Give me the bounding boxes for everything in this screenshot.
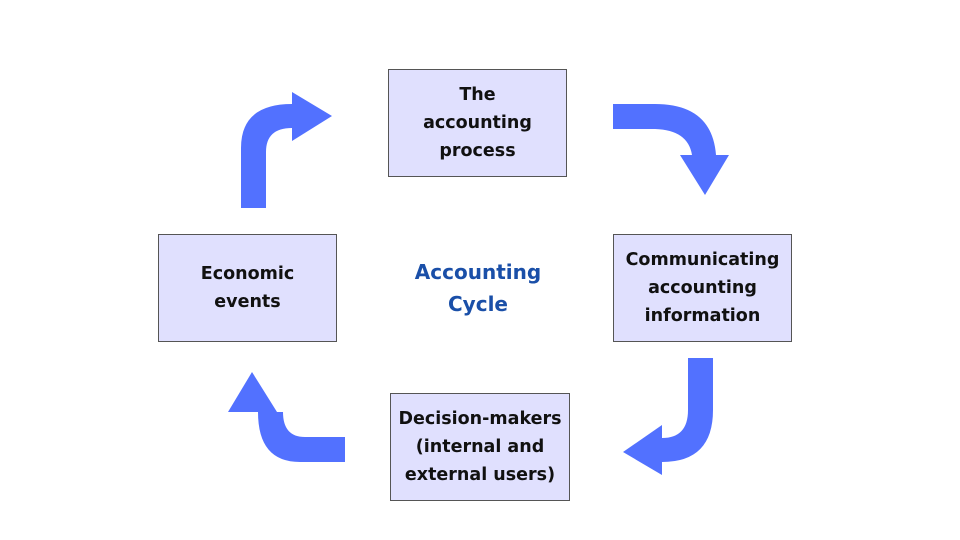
diagram-title: Accounting Cycle (414, 260, 542, 316)
arrow-right-to-bottom (623, 358, 713, 475)
arrow-left-to-top (241, 92, 332, 208)
node-decision-makers: Decision-makers (internal and external u… (390, 393, 570, 501)
arrow-top-to-right (613, 104, 729, 195)
arrow-bottom-to-left (228, 372, 345, 462)
node-communicating-information: Communicating accounting information (613, 234, 792, 342)
node-economic-events: Economic events (158, 234, 337, 342)
node-accounting-process: The accounting process (388, 69, 567, 177)
